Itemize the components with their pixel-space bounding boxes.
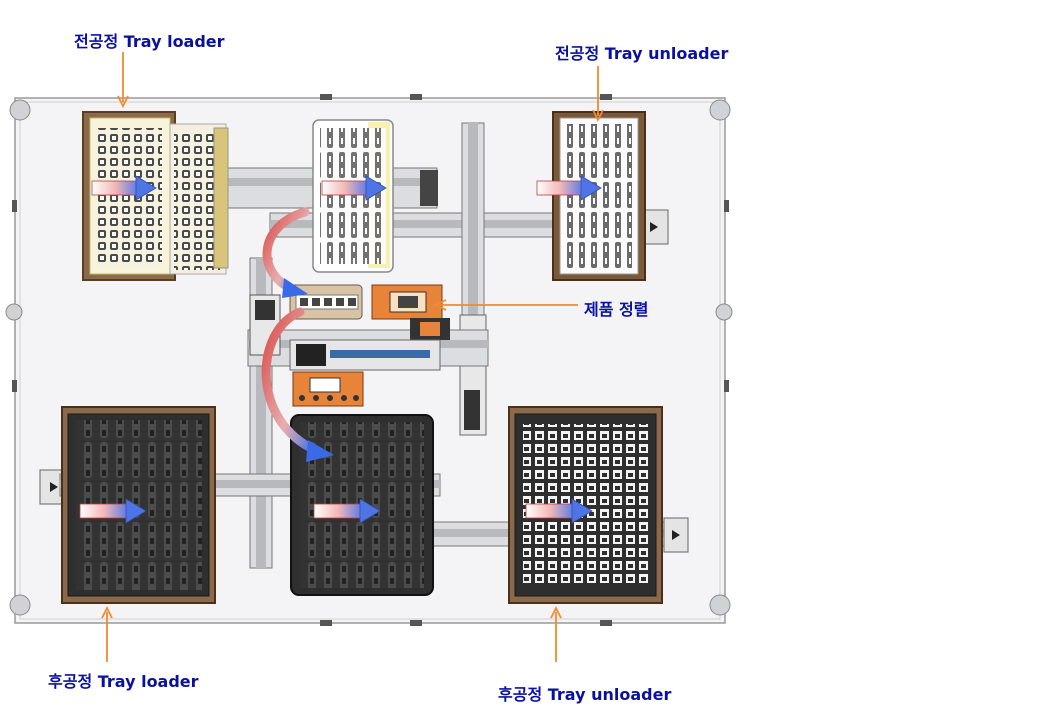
label-post-unloader: 후공정 Tray unloader	[498, 685, 672, 704]
callout-sorting	[433, 299, 578, 311]
pre-unloader-tray	[552, 111, 646, 281]
pre-loader-tray	[82, 111, 229, 281]
curved-arrow-lower	[261, 307, 334, 462]
flow-arrow-pre-loader	[91, 175, 157, 201]
flow-arrows	[79, 175, 602, 524]
label-sorting: 제품 정렬	[584, 300, 649, 319]
callout-post-unloader	[550, 605, 562, 662]
label-post-loader: 후공정 Tray loader	[48, 672, 199, 691]
label-pre-loader: 전공정 Tray loader	[74, 32, 225, 51]
callout-lines	[101, 52, 604, 662]
flow-arrow-post-unloader	[525, 498, 593, 524]
sorting-station	[289, 284, 450, 407]
curved-arrow-upper	[262, 207, 310, 298]
mid-upper-tray	[312, 119, 394, 273]
label-pre-unloader: 전공정 Tray unloader	[555, 44, 729, 63]
flow-arrow-mid-lower	[313, 498, 381, 524]
post-unloader-tray	[508, 406, 663, 604]
flow-arrow-mid-upper	[321, 175, 387, 201]
callout-pre-unloader	[592, 66, 604, 123]
callout-post-loader	[101, 605, 113, 662]
callout-pre-loader	[117, 52, 129, 109]
flow-arrow-pre-unloader	[536, 175, 602, 201]
flow-arrow-post-loader	[79, 498, 147, 524]
